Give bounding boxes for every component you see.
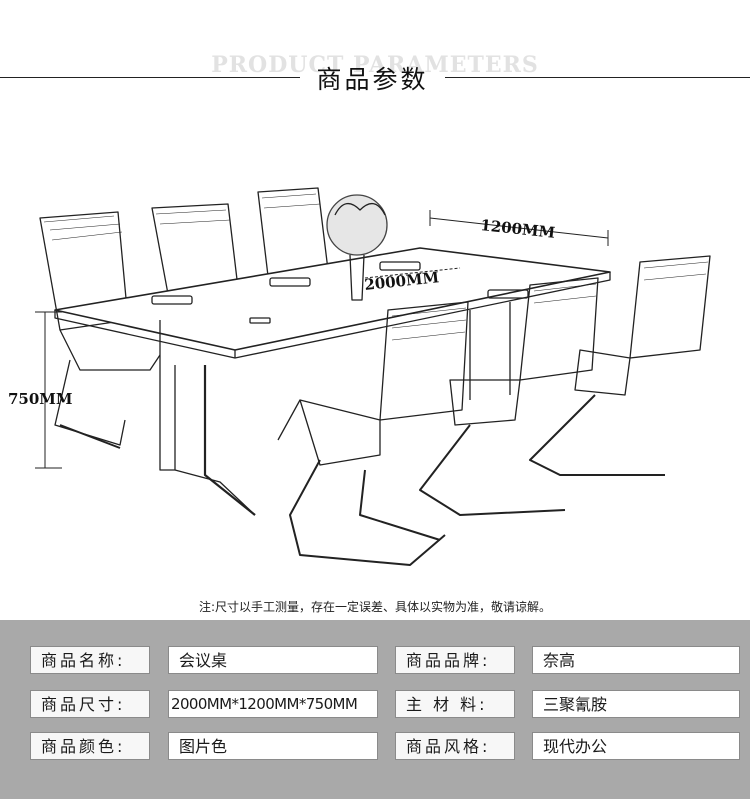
spec-style-label: 商品风格: xyxy=(395,732,515,760)
measurement-note: 注:尺寸以手工测量，存在一定误差、具体以实物为准，敬请谅解。 xyxy=(198,600,552,614)
section-header: PRODUCT PARAMETERS 商品参数 xyxy=(0,50,750,100)
spec-material-value: 三聚氰胺 xyxy=(532,690,740,718)
spec-size-value: 2000MM*1200MM*750MM xyxy=(168,690,378,718)
spec-brand-value: 奈高 xyxy=(532,646,740,674)
dim-width-label: 1200MM xyxy=(480,216,556,242)
page-title: 商品参数 xyxy=(316,65,429,94)
spec-style-value: 现代办公 xyxy=(532,732,740,760)
spec-name-label: 商品名称: xyxy=(30,646,150,674)
chair-front-3 xyxy=(529,255,711,476)
spec-name-value: 会议桌 xyxy=(168,646,378,674)
spec-color-label: 商品颜色: xyxy=(30,732,150,760)
spec-panel: 商品名称: 会议桌 商品品牌: 奈高 商品尺寸: 2000MM*1200MM*7… xyxy=(0,620,750,799)
product-illustration: 1200MM 2000MM 750MM xyxy=(8,187,711,566)
vase-icon xyxy=(326,194,388,301)
chair-front-2 xyxy=(419,277,599,516)
spec-brand-label: 商品品牌: xyxy=(395,646,515,674)
dim-height-label: 750MM xyxy=(8,390,73,408)
chair-back-3 xyxy=(257,187,329,277)
table-top xyxy=(54,247,611,351)
header-rule-right xyxy=(445,77,750,78)
spec-size-label: 商品尺寸: xyxy=(30,690,150,718)
chair-front-1 xyxy=(277,301,469,566)
header-rule-left xyxy=(0,77,300,78)
spec-color-value: 图片色 xyxy=(168,732,378,760)
header-watermark: PRODUCT PARAMETERS xyxy=(211,52,539,78)
dimension-lines xyxy=(35,210,609,469)
spec-material-label: 主 材 料: xyxy=(395,690,515,718)
